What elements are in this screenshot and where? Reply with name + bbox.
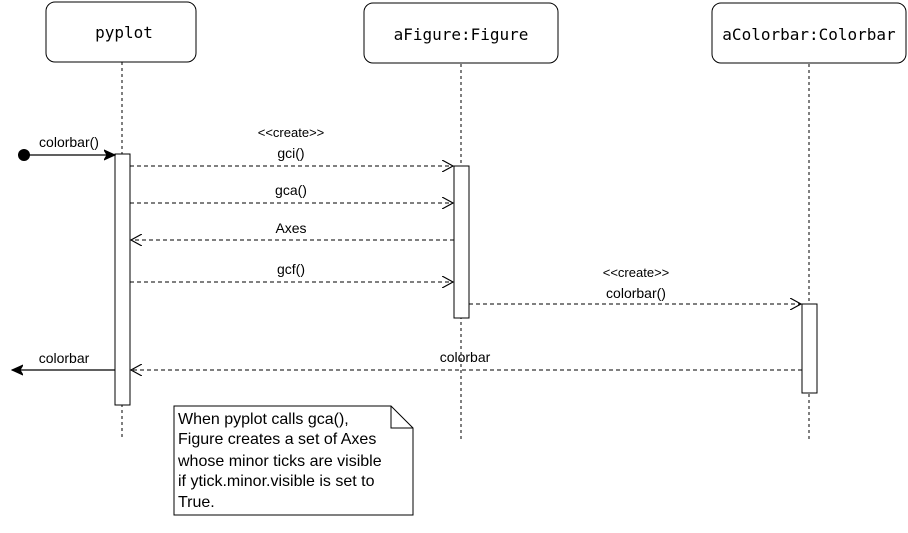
lifeline-figure-label: aFigure:Figure [394, 25, 529, 44]
note-line-2: Figure creates a set of Axes [178, 431, 376, 448]
axes-return-label: Axes [275, 220, 306, 236]
gca-message-label: gca() [275, 182, 307, 198]
lifeline-pyplot-label: pyplot [95, 23, 153, 42]
lifeline-pyplot[interactable]: pyplot [45, 1, 197, 63]
note-line-3: whose minor ticks are visible [177, 453, 382, 470]
activation-pyplot[interactable] [114, 153, 131, 406]
gci-message-label: gci() [277, 145, 304, 161]
note-line-4: if ytick.minor.visible is set to [178, 473, 375, 490]
note[interactable]: When pyplot calls gca(), Figure creates … [173, 405, 414, 516]
lifeline-colorbar-label: aColorbar:Colorbar [722, 25, 896, 44]
activation-colorbar[interactable] [801, 303, 818, 394]
gci-stereotype-label: <<create>> [258, 125, 325, 140]
exit-message-label: colorbar [39, 350, 90, 366]
activation-figure[interactable] [453, 165, 470, 319]
colorbar-return-label: colorbar [440, 349, 491, 365]
colorbar-stereotype-label: <<create>> [603, 265, 670, 280]
entry-message-label: colorbar() [39, 134, 99, 150]
note-line-1: When pyplot calls gca(), [178, 411, 349, 428]
lifeline-figure[interactable]: aFigure:Figure [363, 2, 559, 64]
colorbar-create-label: colorbar() [606, 285, 666, 301]
lifeline-colorbar[interactable]: aColorbar:Colorbar [711, 2, 907, 64]
gcf-message-label: gcf() [277, 261, 305, 277]
note-line-5: True. [178, 494, 215, 511]
